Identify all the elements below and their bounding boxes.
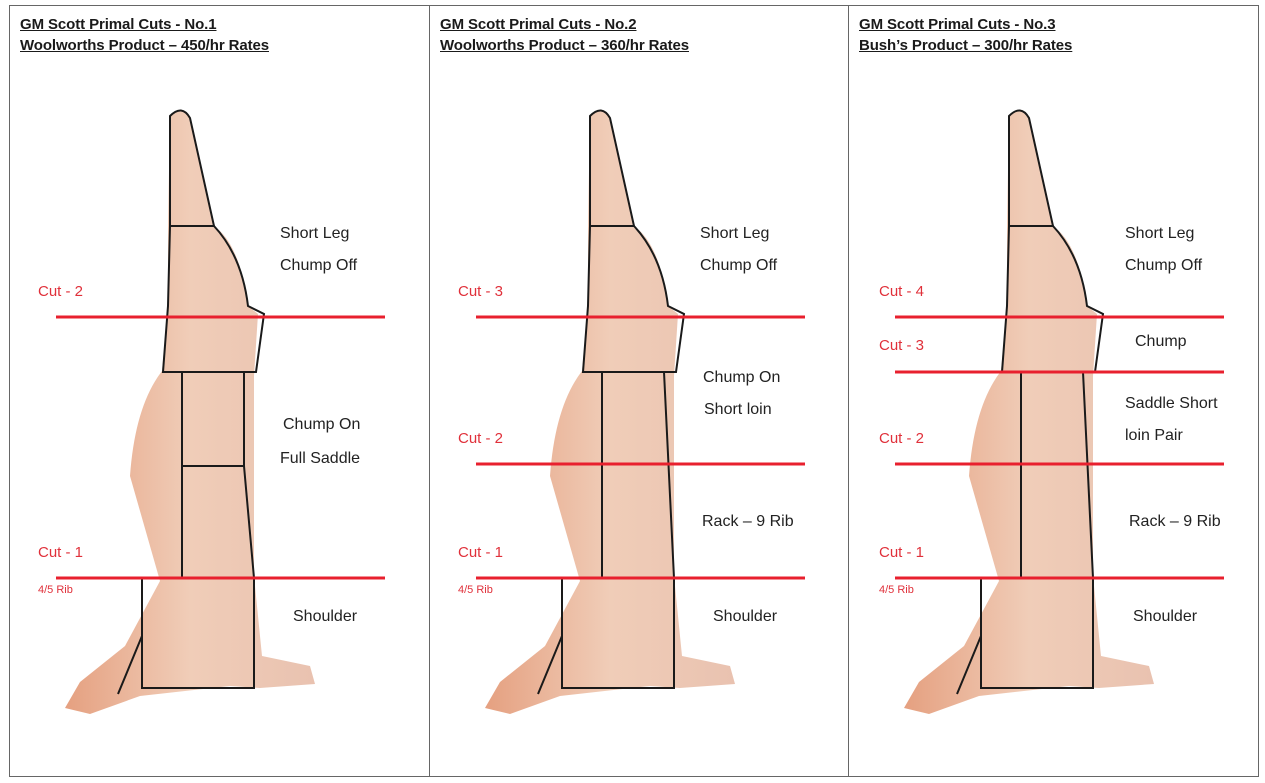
carcass-body [904,110,1154,714]
panel-no-2: GM Scott Primal Cuts - No.2 Woolworths P… [429,6,848,776]
label-shoulder: Shoulder [293,601,357,633]
label-short-leg: Short Leg [1125,218,1194,250]
cut-label-2: Cut - 2 [879,430,924,447]
diagram-frame: GM Scott Primal Cuts - No.1 Woolworths P… [9,5,1259,777]
label-chump-off: Chump Off [280,250,357,282]
label-rack-9-rib: Rack – 9 Rib [1129,506,1221,538]
label-loin-pair: loin Pair [1125,420,1183,452]
label-short-leg: Short Leg [280,218,349,250]
cut-label-2: Cut - 2 [458,430,503,447]
carcass-body [65,110,315,714]
carcass-body [485,110,735,714]
label-chump-on: Chump On [703,362,780,394]
label-chump-off: Chump Off [700,250,777,282]
label-short-leg: Short Leg [700,218,769,250]
label-short-loin: Short loin [704,394,772,426]
rib-label: 4/5 Rib [458,584,493,596]
cut-label-1: Cut - 1 [38,544,83,561]
label-chump-off: Chump Off [1125,250,1202,282]
cut-label-2: Cut - 2 [38,283,83,300]
label-shoulder: Shoulder [1133,601,1197,633]
cut-label-1: Cut - 1 [458,544,503,561]
lamb-carcass-illustration [10,6,429,778]
cut-label-1: Cut - 1 [879,544,924,561]
panel-no-1: GM Scott Primal Cuts - No.1 Woolworths P… [10,6,429,776]
label-full-saddle: Full Saddle [280,443,360,475]
cut-label-3: Cut - 3 [458,283,503,300]
label-rack-9-rib: Rack – 9 Rib [702,506,794,538]
label-shoulder: Shoulder [713,601,777,633]
label-chump-on: Chump On [283,409,360,441]
lamb-carcass-illustration [430,6,849,778]
rib-label: 4/5 Rib [38,584,73,596]
label-chump: Chump [1135,326,1187,358]
label-saddle-short: Saddle Short [1125,388,1218,420]
cut-label-3: Cut - 3 [879,337,924,354]
rib-label: 4/5 Rib [879,584,914,596]
cut-label-4: Cut - 4 [879,283,924,300]
panel-no-3: GM Scott Primal Cuts - No.3 Bush’s Produ… [848,6,1258,776]
